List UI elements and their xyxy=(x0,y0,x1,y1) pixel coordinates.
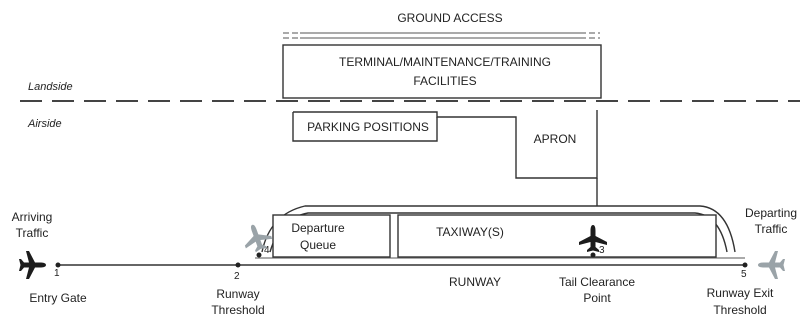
apron-label: APRON xyxy=(534,132,577,146)
departure-queue-box xyxy=(272,214,391,258)
parking-positions-label: PARKING POSITIONS xyxy=(307,120,429,134)
airside-label: Airside xyxy=(27,118,62,130)
taxiway-label: TAXIWAY(S) xyxy=(436,225,504,239)
runway-label: RUNWAY xyxy=(449,275,501,289)
departing-aircraft-icon xyxy=(758,251,785,279)
point-1-number: 1 xyxy=(54,268,60,279)
landside-label: Landside xyxy=(28,81,73,93)
runway-threshold-label-line1: Runway xyxy=(216,287,259,301)
point-2-marker xyxy=(235,262,241,268)
runway-threshold-label-line2: Threshold xyxy=(211,303,264,317)
ground-access-road xyxy=(283,32,600,39)
point-5-marker xyxy=(742,262,748,268)
point-4-marker xyxy=(256,252,262,258)
point-4-number: 4 xyxy=(264,245,270,256)
arriving-aircraft-icon xyxy=(19,251,46,279)
facilities-label-line2: FACILITIES xyxy=(413,74,476,88)
point-2-number: 2 xyxy=(234,271,240,282)
taxiway-box xyxy=(397,214,717,258)
entry-gate-label: Entry Gate xyxy=(29,291,87,305)
point-5-number: 5 xyxy=(741,269,747,280)
facilities-box xyxy=(282,44,602,99)
point-3-marker xyxy=(590,252,596,258)
arriving-traffic-label-line1: Arriving xyxy=(12,210,53,224)
point-1-marker xyxy=(55,262,61,268)
tail-clearance-label-line1: Tail Clearance xyxy=(559,275,635,289)
facilities-label-line1: TERMINAL/MAINTENANCE/TRAINING xyxy=(339,55,551,69)
queued-aircraft-icon xyxy=(244,224,273,253)
taxiing-aircraft-icon xyxy=(579,225,607,252)
point-3-number: 3 xyxy=(599,245,605,256)
departure-queue-label-line2: Queue xyxy=(300,238,336,252)
departure-queue-label-line1: Departure xyxy=(291,221,345,235)
runway-exit-label-line1: Runway Exit xyxy=(707,286,774,300)
parking-positions-box xyxy=(292,112,438,142)
runway-exit-label-line2: Threshold xyxy=(713,303,766,317)
departing-traffic-label-line2: Traffic xyxy=(755,222,788,236)
departing-traffic-label-line1: Departing xyxy=(745,206,797,220)
ground-access-label: GROUND ACCESS xyxy=(397,11,502,25)
arriving-traffic-label-line2: Traffic xyxy=(16,226,49,240)
tail-clearance-label-line2: Point xyxy=(583,291,611,305)
